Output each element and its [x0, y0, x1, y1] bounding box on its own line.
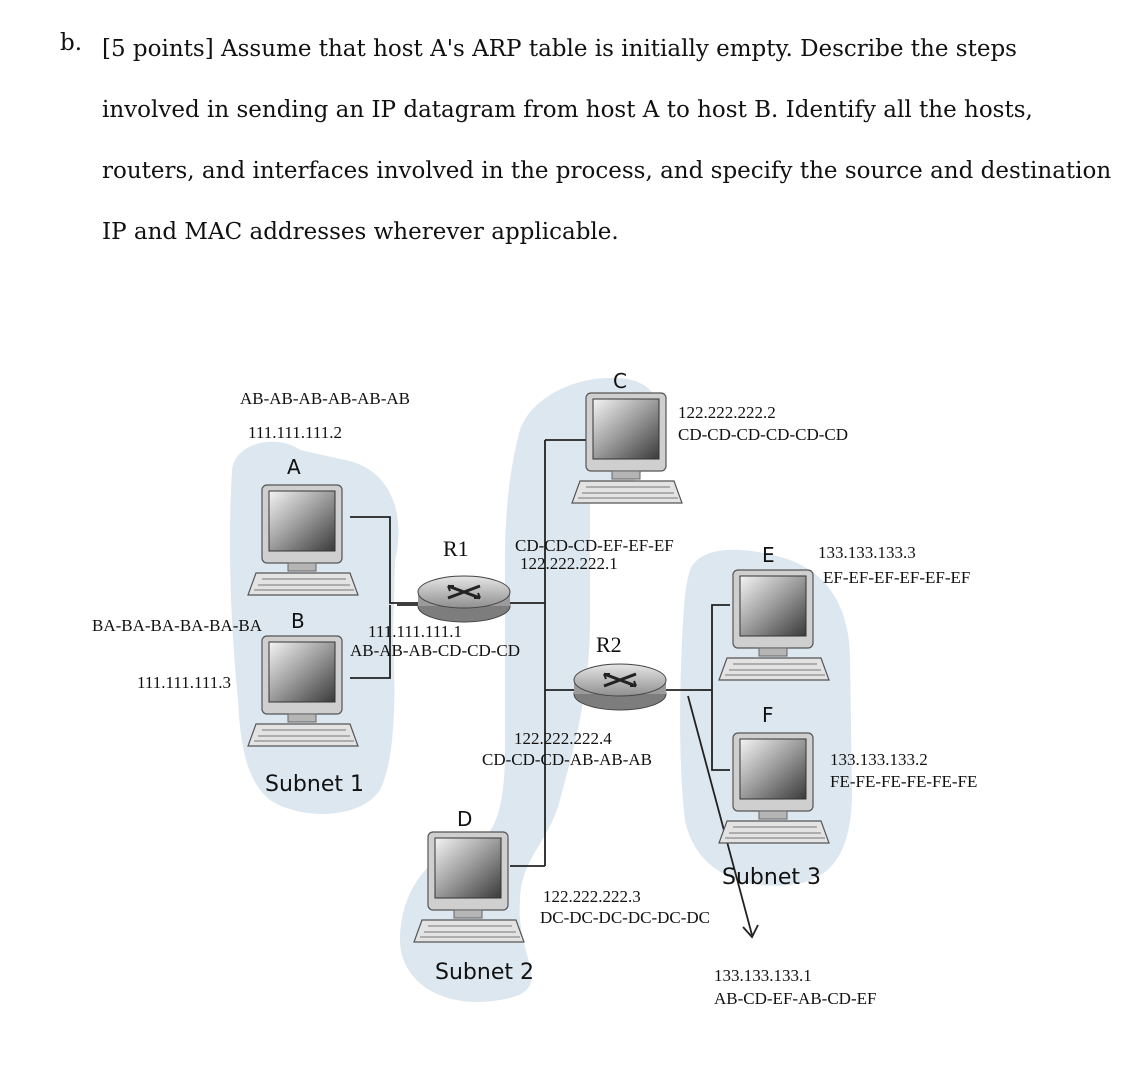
r1-subnet1-mac-label: AB-AB-AB-CD-CD-CD — [350, 641, 520, 660]
question-line-3: routers, and interfaces involved in the … — [102, 158, 1112, 184]
host-a-name: A — [287, 455, 301, 479]
host-c-computer-icon — [571, 392, 683, 504]
host-c-ip-label: 122.222.222.2 — [678, 403, 776, 422]
subnet-1-label: Subnet 1 — [265, 772, 364, 797]
subnet-3-label: Subnet 3 — [722, 865, 821, 890]
r2-subnet2-mac-label: CD-CD-CD-AB-AB-AB — [482, 750, 652, 769]
host-f-name: F — [762, 703, 774, 727]
question-line-2: involved in sending an IP datagram from … — [102, 97, 1033, 123]
host-c-name: C — [613, 369, 627, 393]
question-label: b. — [60, 30, 83, 56]
host-b-name: B — [291, 609, 305, 633]
host-e-ip-label: 133.133.133.3 — [818, 543, 916, 562]
links — [350, 439, 759, 939]
host-a-ip-label: 111.111.111.2 — [248, 423, 342, 442]
pointer-arrowhead — [742, 924, 759, 939]
router-r1-icon — [416, 574, 512, 624]
r1-subnet1-ip-label: 111.111.111.1 — [368, 622, 462, 641]
link-b-r1 — [350, 605, 391, 679]
host-c-mac-label: CD-CD-CD-CD-CD-CD — [678, 425, 848, 444]
host-d-ip-label: 122.222.222.3 — [543, 887, 641, 906]
host-f-computer-icon — [718, 732, 830, 844]
host-e-computer-icon — [718, 569, 830, 681]
host-f-ip-label: 133.133.133.2 — [830, 750, 928, 769]
router-r2-icon — [572, 662, 668, 712]
host-f-mac-label: FE-FE-FE-FE-FE-FE — [830, 772, 977, 791]
r1-subnet2-mac-label: CD-CD-CD-EF-EF-EF — [515, 536, 674, 555]
host-b-computer-icon — [247, 635, 359, 747]
host-d-name: D — [457, 807, 472, 831]
host-a-mac-label: AB-AB-AB-AB-AB-AB — [240, 389, 410, 408]
r1-subnet2-ip-label: 122.222.222.1 — [520, 554, 618, 573]
subnet-2-label: Subnet 2 — [435, 960, 534, 985]
host-a-computer-icon — [247, 484, 359, 596]
host-b-ip-label: 111.111.111.3 — [137, 673, 231, 692]
question-line-4: IP and MAC addresses wherever applicable… — [102, 219, 619, 245]
pointer-arrow — [687, 695, 753, 936]
r2-subnet3-mac-label: AB-CD-EF-AB-CD-EF — [714, 989, 876, 1008]
r2-subnet2-ip-label: 122.222.222.4 — [514, 729, 612, 748]
link-a-r1 — [350, 516, 420, 604]
host-e-mac-label: EF-EF-EF-EF-EF-EF — [823, 568, 970, 587]
question-line-1: [5 points] Assume that host A's ARP tabl… — [102, 36, 1017, 62]
router-r1-label: R1 — [443, 536, 469, 561]
host-e-name: E — [762, 543, 775, 567]
router-r2-label: R2 — [596, 632, 622, 657]
host-d-computer-icon — [413, 831, 525, 943]
host-b-mac-label: BA-BA-BA-BA-BA-BA — [92, 616, 263, 635]
host-d-mac-label: DC-DC-DC-DC-DC-DC — [540, 908, 710, 927]
subnet-3-bus — [711, 604, 730, 771]
r2-subnet3-ip-label: 133.133.133.1 — [714, 966, 812, 985]
